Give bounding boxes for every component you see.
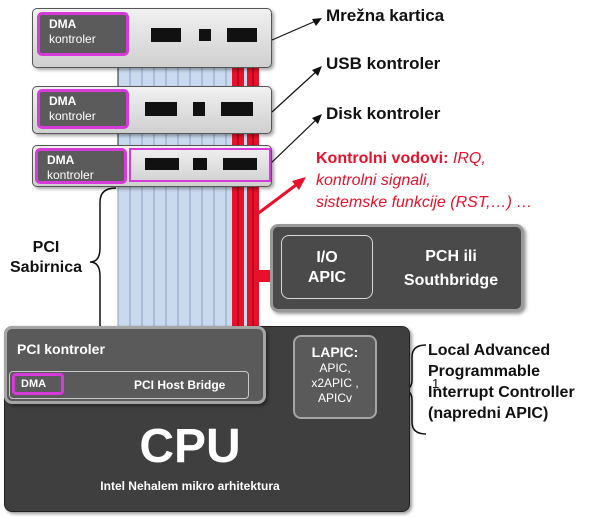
pci-controller: PCI kontroler DMA PCI Host Bridge: [4, 326, 266, 404]
chip-icon: [223, 158, 257, 170]
lapic: LAPIC: APIC, x2APIC , APICv: [293, 335, 377, 419]
local-apic-label: Local Advanced Programmable Interrupt Co…: [428, 342, 575, 422]
usb-chips: [133, 91, 267, 125]
io-apic: I/O APIC: [281, 235, 373, 299]
pci-host-bridge: DMA PCI Host Bridge: [9, 371, 249, 399]
network-chips: [133, 17, 267, 51]
label-disk-controller: Disk kontroler: [326, 104, 441, 123]
usb-controller-card: DMA kontroler: [32, 86, 272, 134]
chip-icon: [151, 28, 181, 42]
cpu-title: CPU: [139, 420, 241, 473]
disk-chips: [129, 148, 271, 182]
label-arrows: [267, 18, 322, 167]
pci-dma: DMA: [12, 373, 64, 395]
chip-icon: [145, 102, 177, 116]
pci-bus-label: PCI Sabirnica: [10, 239, 83, 276]
dma-controller-disk: DMA kontroler: [35, 148, 127, 184]
chip-icon: [221, 102, 253, 116]
pch-label: PCH ili Southbridge: [403, 248, 499, 289]
cpu-subtitle: Intel Nehalem mikro arhitektura: [100, 479, 280, 493]
disk-controller-card: DMA kontroler: [32, 145, 272, 187]
chip-icon: [193, 158, 207, 170]
footnote-marker: 1: [432, 376, 440, 391]
control-lines-label: Kontrolni vodovi: IRQ, kontrolni signali…: [316, 150, 533, 211]
chip-icon: [145, 158, 179, 170]
pci-host-bridge-label: PCI Host Bridge: [134, 378, 226, 392]
label-network-card: Mrežna kartica: [326, 6, 445, 25]
pch-southbridge: I/O APIC PCH ili Southbridge: [270, 224, 524, 312]
chip-icon: [193, 102, 205, 116]
network-card: DMA kontroler: [32, 8, 272, 68]
dma-controller-network: DMA kontroler: [37, 12, 129, 56]
label-usb-controller: USB kontroler: [326, 54, 441, 73]
dma-controller-usb: DMA kontroler: [37, 89, 129, 129]
pci-bus-brace: [89, 187, 117, 339]
chip-icon: [227, 28, 257, 42]
pci-controller-title: PCI kontroler: [17, 341, 105, 357]
chip-icon: [199, 29, 211, 41]
